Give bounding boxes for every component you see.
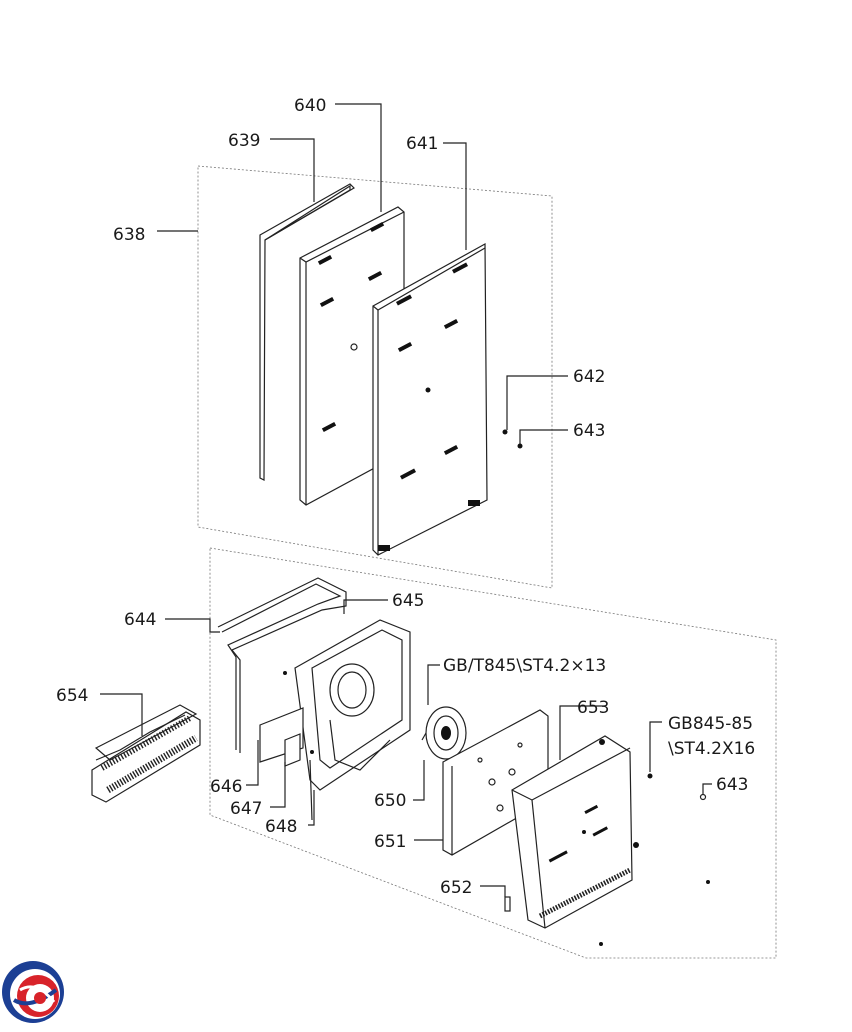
part-645-fan-housing	[283, 619, 411, 791]
label-654: 654	[56, 686, 88, 706]
label-644: 644	[124, 610, 156, 630]
leader-lines-lower	[100, 599, 712, 897]
label-647: 647	[230, 799, 262, 819]
label-640: 640	[294, 96, 326, 116]
label-screw-gbt845: GB/T845\ST4.2×13	[443, 656, 606, 676]
part-639-gasket	[259, 183, 355, 481]
label-646: 646	[210, 777, 242, 797]
part-647-bracket	[284, 733, 301, 767]
label-screw-gb845-line2: \ST4.2X16	[668, 739, 755, 759]
label-650: 650	[374, 791, 406, 811]
label-screw-gb845-line1: GB845-85	[668, 714, 753, 734]
part-642-screw-icon	[502, 429, 508, 435]
part-643-lower-screw-icon	[699, 793, 707, 801]
part-650-motor	[421, 706, 467, 760]
part-654-heat-exchanger	[91, 704, 201, 803]
label-653: 653	[577, 698, 609, 718]
upper-assembly-outline	[197, 165, 553, 589]
part-653-front-cover	[511, 735, 639, 929]
part-652-clip	[504, 896, 511, 912]
lower-assembly-outline	[209, 547, 777, 959]
label-648: 648	[265, 817, 297, 837]
label-642: 642	[573, 367, 605, 387]
screw-gb845-icon	[647, 773, 653, 779]
label-638: 638	[113, 225, 145, 245]
label-643: 643	[573, 421, 605, 441]
label-643-lower: 643	[716, 775, 748, 795]
label-641: 641	[406, 134, 438, 154]
label-651: 651	[374, 832, 406, 852]
screw-icon	[582, 830, 710, 946]
part-641-front-panel	[372, 242, 488, 556]
part-643-screw-icon	[517, 443, 523, 449]
label-639: 639	[228, 131, 260, 151]
part-labels: 640 639 641 638 642 643 645 644 GB/T845\…	[56, 96, 755, 898]
label-652: 652	[440, 878, 472, 898]
part-644-frame	[217, 577, 347, 753]
label-645: 645	[392, 591, 424, 611]
brand-logo-icon	[2, 961, 64, 1023]
part-648-rail	[309, 759, 313, 821]
leader-lines-upper	[157, 103, 568, 444]
